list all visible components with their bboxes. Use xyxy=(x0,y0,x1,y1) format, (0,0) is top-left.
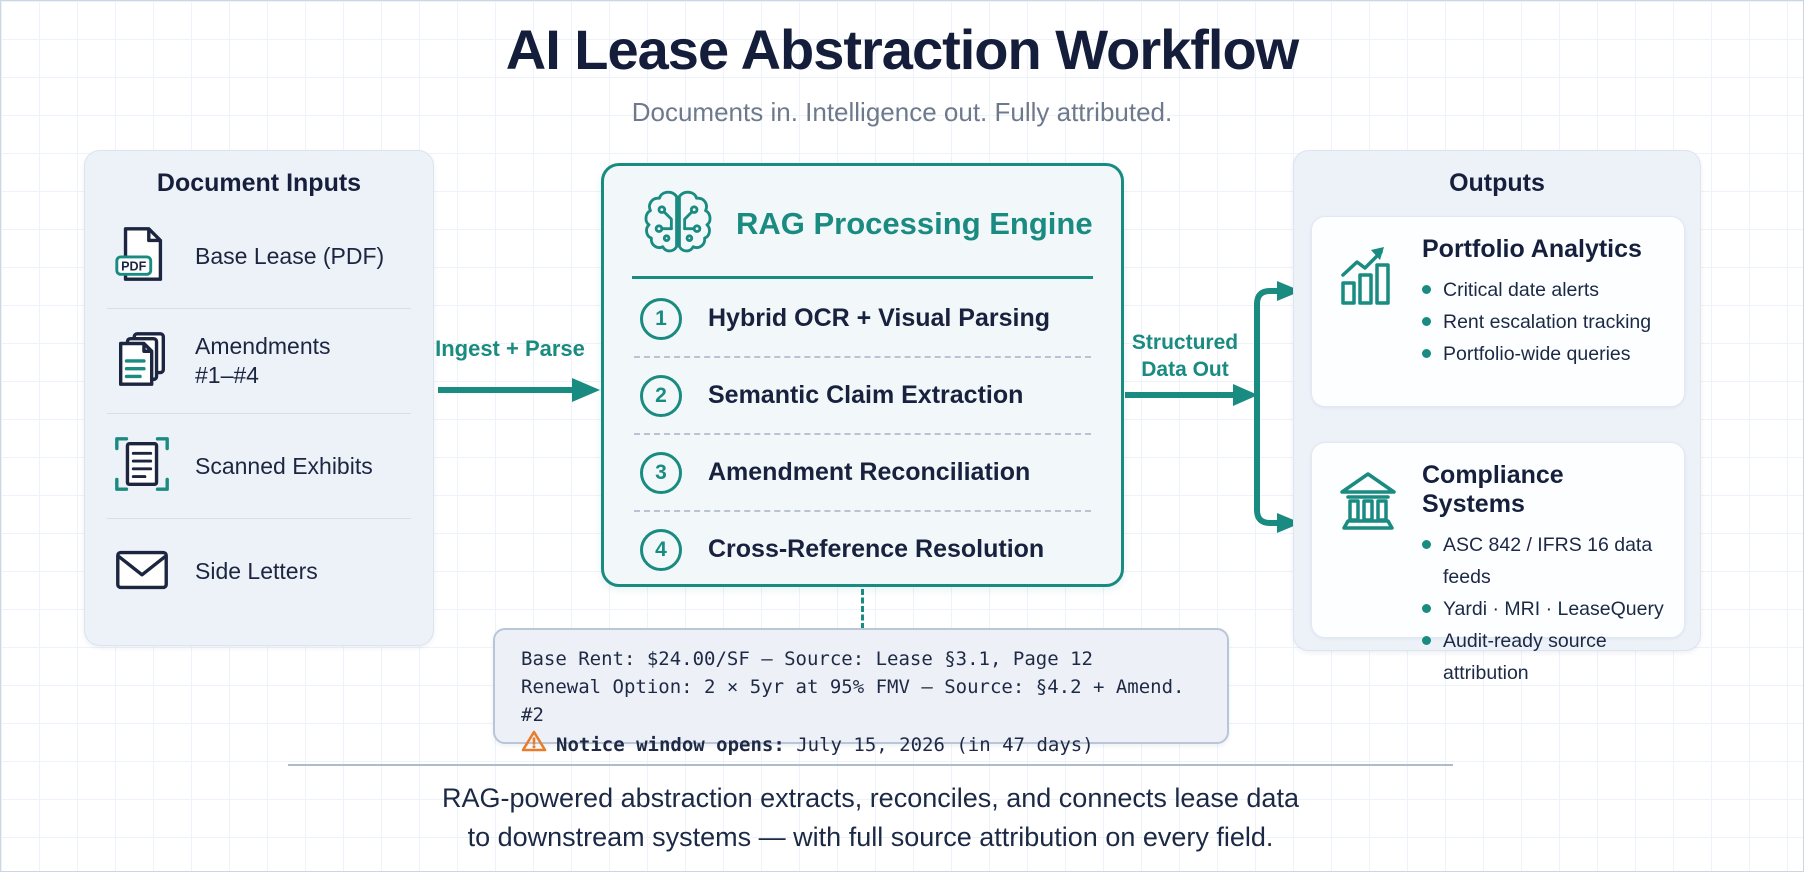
engine-step-2: 2 Semantic Claim Extraction xyxy=(604,358,1121,433)
bullet-item: Yardi · MRI · LeaseQuery xyxy=(1422,593,1668,625)
input-item-side-letters: Side Letters xyxy=(85,519,433,623)
divider xyxy=(634,433,1091,435)
card-content: Compliance Systems ASC 842 / IFRS 16 dat… xyxy=(1422,461,1668,684)
divider xyxy=(107,308,411,309)
engine-title: RAG Processing Engine xyxy=(736,206,1093,241)
step-number-badge: 3 xyxy=(640,451,682,494)
divider xyxy=(634,356,1091,358)
engine-step-4: 4 Cross-Reference Resolution xyxy=(604,512,1121,587)
pdf-file-icon: PDF xyxy=(111,223,173,290)
input-item-scanned-exhibits: Scanned Exhibits xyxy=(85,414,433,518)
attribution-line: Notice window opens: July 15, 2026 (in 4… xyxy=(521,729,1201,761)
stacked-documents-icon xyxy=(111,328,173,395)
envelope-icon xyxy=(111,538,173,605)
outputs-panel-title: Outputs xyxy=(1449,169,1545,197)
divider xyxy=(107,518,411,519)
engine-step-1: 1 Hybrid OCR + Visual Parsing xyxy=(604,281,1121,356)
footer-line-1: RAG-powered abstraction extracts, reconc… xyxy=(442,783,1299,813)
branch-arrows xyxy=(1254,281,1301,533)
bullet-item: ASC 842 / IFRS 16 data feeds xyxy=(1422,529,1668,593)
inputs-list: PDF Base Lease (PDF) Amendments #1–#4 xyxy=(85,204,433,623)
dashed-connector xyxy=(861,589,864,629)
bullet-item: Rent escalation tracking xyxy=(1422,306,1651,338)
document-scan-icon xyxy=(111,433,173,500)
warning-triangle-icon xyxy=(521,729,547,761)
bullet-text: Audit-ready source attribution xyxy=(1443,630,1607,684)
card-title: Compliance Systems xyxy=(1422,461,1564,518)
svg-text:PDF: PDF xyxy=(121,259,146,273)
bullet-dot xyxy=(1422,604,1431,613)
compliance-systems-card: Compliance Systems ASC 842 / IFRS 16 dat… xyxy=(1311,442,1685,684)
bullet-text: Portfolio-wide queries xyxy=(1443,343,1631,365)
source-attribution-box: Base Rent: $24.00/SF — Source: Lease §3.… xyxy=(493,628,1229,756)
bullet-item: Audit-ready source attribution xyxy=(1422,625,1668,689)
ingest-parse-label: Ingest + Parse xyxy=(435,336,585,361)
engine-underline xyxy=(632,276,1093,279)
input-item-label: Side Letters xyxy=(195,557,318,584)
bank-icon xyxy=(1334,461,1404,623)
input-item-label: Amendments #1–#4 xyxy=(195,333,331,388)
bullet-text: Critical date alerts xyxy=(1443,279,1600,301)
bullet-dot xyxy=(1422,317,1431,326)
step-label: Hybrid OCR + Visual Parsing xyxy=(708,304,1051,332)
attribution-rest: July 15, 2026 (in 47 days) xyxy=(784,734,1094,756)
engine-step-3: 3 Amendment Reconciliation xyxy=(604,435,1121,510)
document-inputs-panel: Document Inputs PDF Base Lease (PDF) xyxy=(84,150,434,646)
bullet-dot xyxy=(1422,636,1431,645)
card-title: Portfolio Analytics xyxy=(1422,235,1642,263)
divider xyxy=(634,510,1091,512)
ingest-arrow xyxy=(438,378,600,402)
footer-line-2: to downstream systems — with full source… xyxy=(467,822,1274,852)
divider xyxy=(107,413,411,414)
engine-header: RAG Processing Engine xyxy=(604,166,1121,276)
portfolio-analytics-card: Portfolio Analytics Critical date alerts… xyxy=(1311,216,1685,407)
card-content: Portfolio Analytics Critical date alerts… xyxy=(1422,235,1651,392)
input-item-label: Scanned Exhibits xyxy=(195,452,373,479)
input-item-amendments: Amendments #1–#4 xyxy=(85,309,433,413)
attribution-line: Base Rent: $24.00/SF — Source: Lease §3.… xyxy=(521,648,1093,670)
brain-circuit-icon xyxy=(640,184,716,265)
bullet-item: Critical date alerts xyxy=(1422,274,1651,306)
attribution-line: Renewal Option: 2 × 5yr at 95% FMV — Sou… xyxy=(521,676,1185,726)
step-number-badge: 4 xyxy=(640,528,682,571)
trend-chart-icon xyxy=(1334,235,1404,392)
attribution-highlight: Notice window opens: xyxy=(556,734,785,756)
engine-steps: 1 Hybrid OCR + Visual Parsing 2 Semantic… xyxy=(604,279,1121,589)
input-item-label: Base Lease (PDF) xyxy=(195,242,385,269)
inputs-panel-title: Document Inputs xyxy=(156,169,362,197)
step-label: Semantic Claim Extraction xyxy=(708,381,1024,409)
outputs-panel: Outputs Portfolio Analytics Crit xyxy=(1293,150,1701,684)
footer-divider xyxy=(288,764,1453,766)
footer-caption: RAG-powered abstraction extracts, reconc… xyxy=(288,779,1453,857)
bullet-text: Rent escalation tracking xyxy=(1443,311,1652,333)
bullet-item: Portfolio-wide queries xyxy=(1422,338,1651,370)
page-title: AI Lease Abstraction Workflow xyxy=(505,18,1300,81)
bullet-text: ASC 842 / IFRS 16 data feeds xyxy=(1443,534,1653,588)
step-number-badge: 2 xyxy=(640,374,682,417)
bullet-text: Yardi · MRI · LeaseQuery xyxy=(1443,598,1664,620)
step-label: Cross-Reference Resolution xyxy=(708,535,1045,563)
data-out-arrow xyxy=(1125,384,1258,406)
bullet-dot xyxy=(1422,349,1431,358)
bullet-dot xyxy=(1422,540,1431,549)
page-subtitle: Documents in. Intelligence out. Fully at… xyxy=(631,97,1173,127)
rag-engine-box: RAG Processing Engine 1 Hybrid OCR + Vis… xyxy=(601,163,1124,587)
input-item-base-lease: PDF Base Lease (PDF) xyxy=(85,204,433,308)
step-number-badge: 1 xyxy=(640,297,682,340)
structured-data-out-label: Structured Data Out xyxy=(1131,331,1239,382)
step-label: Amendment Reconciliation xyxy=(708,458,1031,486)
bullet-dot xyxy=(1422,285,1431,294)
